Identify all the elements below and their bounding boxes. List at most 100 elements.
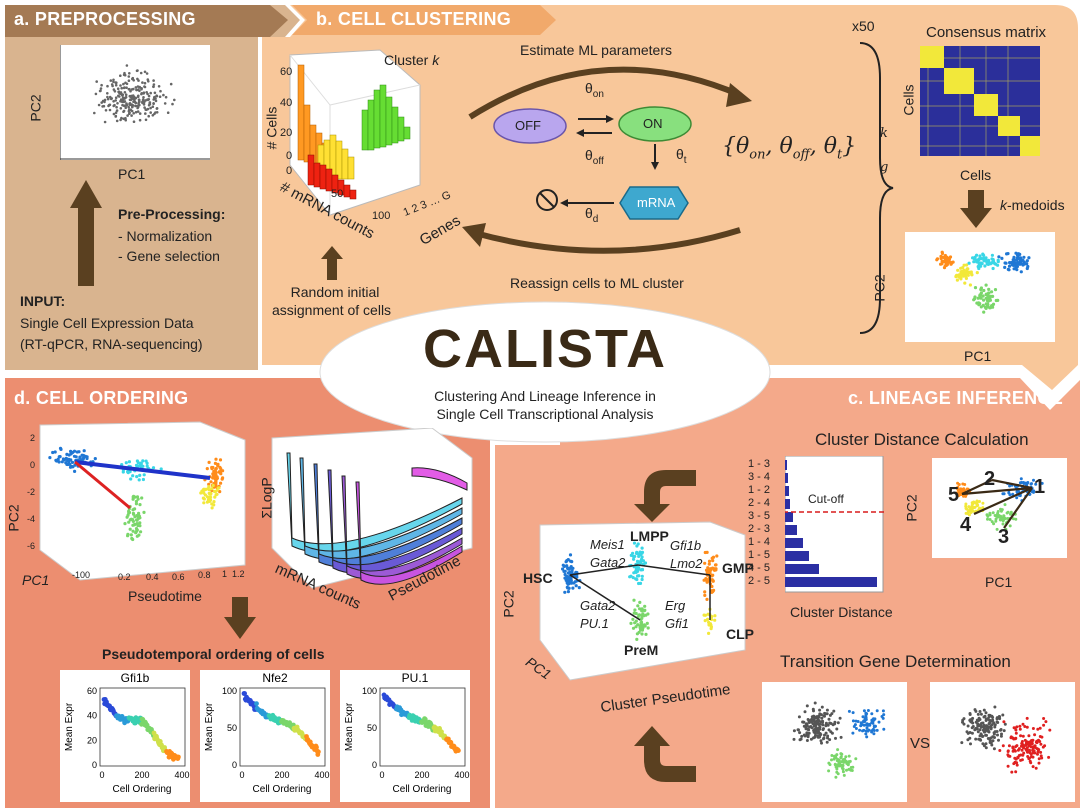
scatter-point bbox=[985, 733, 988, 737]
scatter-point bbox=[877, 720, 881, 724]
scatter-point bbox=[984, 306, 988, 310]
scatter-point bbox=[571, 586, 575, 590]
scatter-point bbox=[999, 509, 1003, 513]
scatter-point bbox=[709, 567, 713, 571]
panel-a-title-bar bbox=[5, 5, 288, 37]
scatter-point bbox=[702, 613, 706, 617]
scatter-point bbox=[982, 298, 986, 302]
scatter-point bbox=[981, 252, 985, 256]
scatter-point bbox=[112, 112, 116, 116]
scatter-point bbox=[1003, 722, 1007, 726]
scatter-point bbox=[202, 488, 206, 492]
scatter-point bbox=[970, 726, 974, 730]
scatter-point bbox=[110, 83, 114, 86]
scatter-point bbox=[562, 569, 566, 573]
scatter-point bbox=[806, 734, 810, 738]
theta-on-sub: on bbox=[592, 88, 604, 100]
scatter-point bbox=[140, 92, 143, 96]
reassign-label: Reassign cells to ML cluster bbox=[510, 275, 684, 291]
mini-plot-title: PU.1 bbox=[402, 671, 429, 685]
scatter-point bbox=[1038, 735, 1042, 738]
scatter-point bbox=[808, 725, 812, 729]
scatter-point bbox=[866, 709, 870, 712]
scatter-point bbox=[151, 105, 155, 108]
scatter-point bbox=[73, 469, 77, 473]
scatter-point bbox=[141, 477, 145, 482]
scatter-point bbox=[637, 613, 641, 617]
mini-ytick: 0 bbox=[372, 760, 377, 770]
scatter-point bbox=[1017, 754, 1021, 757]
scatter-point bbox=[166, 111, 170, 114]
scatter-point bbox=[998, 515, 1001, 519]
scatter-point bbox=[839, 735, 843, 739]
scatter-point bbox=[971, 502, 975, 506]
scatter-point bbox=[965, 263, 969, 267]
scatter-point bbox=[967, 261, 971, 265]
scatter-point bbox=[976, 722, 980, 726]
scatter-point bbox=[134, 531, 138, 535]
scatter-point bbox=[969, 511, 973, 514]
scatter-point bbox=[135, 534, 139, 538]
theta-d-sub: d bbox=[592, 213, 599, 225]
scatter-point bbox=[1020, 742, 1024, 745]
scatter-point bbox=[634, 619, 638, 623]
scatter-point bbox=[984, 742, 988, 746]
scatter-point bbox=[207, 495, 211, 499]
on-state-ellipse bbox=[618, 106, 692, 142]
scatter-point bbox=[114, 83, 118, 87]
scatter-point bbox=[1030, 482, 1033, 486]
scatter-point bbox=[146, 98, 150, 102]
scatter-point bbox=[848, 759, 852, 763]
scatter-point bbox=[1019, 477, 1023, 481]
scatter-point bbox=[143, 70, 147, 74]
formula-theta-2: θ bbox=[779, 134, 793, 159]
scatter-point bbox=[149, 106, 152, 110]
scatter-point bbox=[119, 100, 122, 103]
scatter-point bbox=[707, 620, 711, 624]
scatter-point bbox=[212, 500, 216, 504]
scatter-point bbox=[961, 482, 965, 486]
scatter-point bbox=[818, 725, 822, 729]
vs-label: VS bbox=[910, 735, 931, 752]
scatter-point bbox=[135, 88, 138, 92]
cell-ordering-pseudotime: Pseudotime bbox=[128, 588, 202, 604]
scatter-point bbox=[940, 251, 945, 256]
scatter-point bbox=[841, 767, 845, 771]
scatter-point bbox=[1032, 478, 1035, 482]
histogram-ylabel: # Cells bbox=[263, 106, 280, 150]
lineage-3d-plot bbox=[539, 521, 746, 681]
scatter-point bbox=[812, 736, 815, 740]
distance-bar bbox=[785, 499, 790, 509]
scatter-point bbox=[142, 102, 146, 105]
scatter-point bbox=[140, 87, 143, 91]
scatter-point bbox=[847, 709, 851, 713]
scatter-point bbox=[130, 88, 134, 91]
scatter-point bbox=[152, 79, 155, 82]
scatter-point bbox=[712, 588, 716, 592]
scatter-point bbox=[1039, 742, 1043, 746]
cluster-label-var: k bbox=[432, 52, 440, 68]
scatter-point bbox=[127, 105, 130, 109]
scatter-point bbox=[634, 625, 638, 629]
scatter-point bbox=[103, 120, 107, 124]
scatter-point bbox=[995, 527, 999, 531]
consensus-title: Consensus matrix bbox=[926, 24, 1047, 41]
scatter-point bbox=[142, 91, 146, 94]
scatter-point bbox=[115, 105, 118, 109]
scatter-point bbox=[1039, 754, 1043, 758]
scatter-point bbox=[851, 731, 855, 735]
panel-b-title-bar bbox=[292, 5, 556, 35]
mini-xtick: 0 bbox=[379, 770, 384, 780]
scatter-point bbox=[979, 712, 983, 716]
scatter-point bbox=[984, 711, 988, 715]
scatter-point bbox=[709, 627, 713, 631]
theta-off-symbol: θ bbox=[585, 147, 593, 163]
scatter-point bbox=[990, 714, 994, 718]
scatter-point bbox=[1027, 734, 1031, 738]
d-ytick-3: -4 bbox=[27, 514, 36, 524]
lineage-arrow bbox=[1003, 487, 1033, 529]
scatter-point bbox=[991, 739, 995, 743]
scatter-point bbox=[816, 731, 820, 735]
scatter-point bbox=[562, 564, 567, 568]
scatter-point bbox=[569, 559, 573, 563]
